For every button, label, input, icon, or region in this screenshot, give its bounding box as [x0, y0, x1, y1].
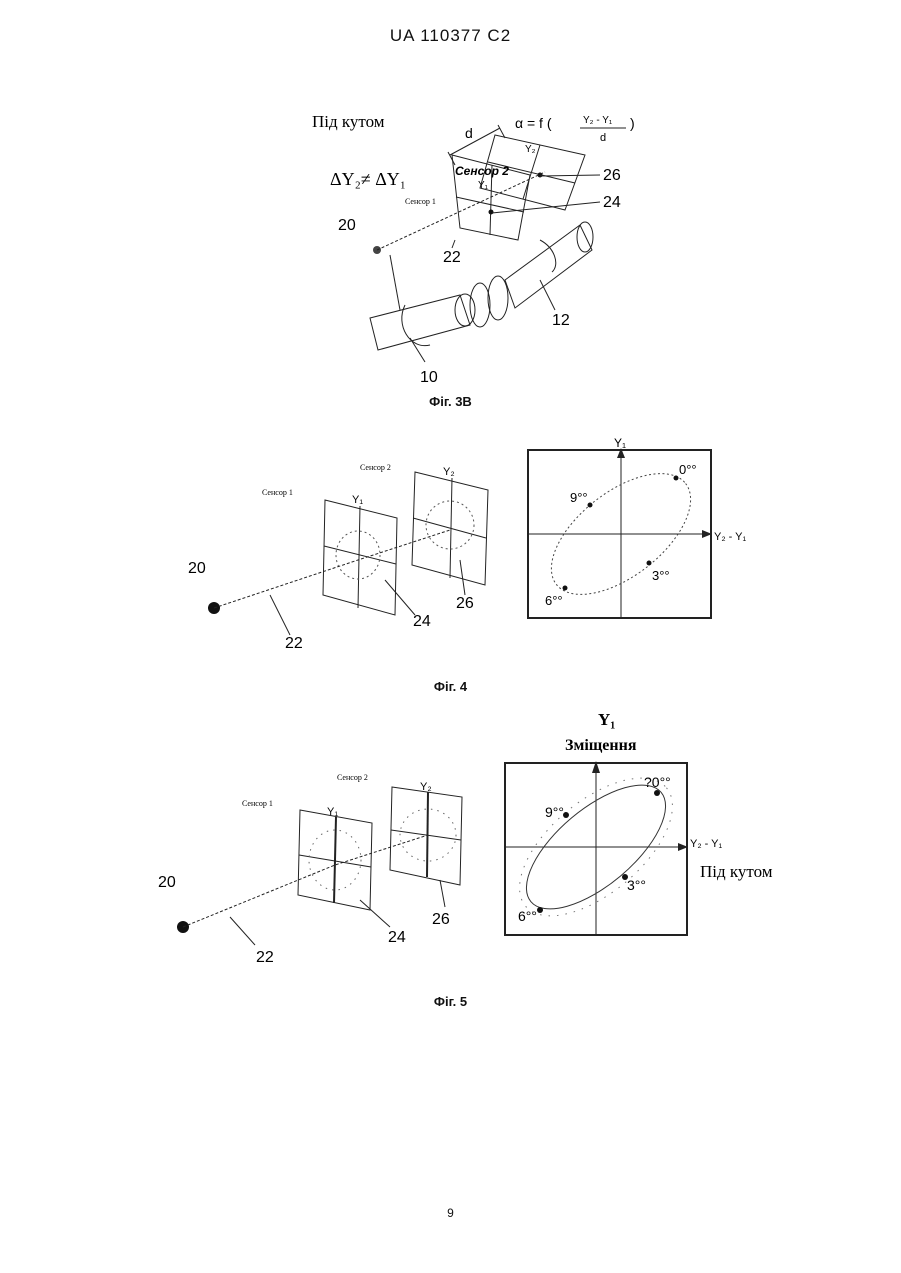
fig5-caption: Фіг. 5: [0, 994, 901, 1009]
fig5-ref-26: 26: [432, 911, 450, 928]
fig5-label-3: 3°°: [627, 877, 646, 893]
fig3b-sensor1-label: Сенсор 1: [405, 197, 436, 206]
ref-22: 22: [443, 249, 461, 266]
fig5-plate-y1: Y₁: [327, 806, 338, 818]
fig5-sensor2-hline: [391, 830, 461, 840]
fig4-sensor1-vline: [358, 506, 360, 608]
fig4-ref-24: 24: [413, 613, 431, 630]
fig5-y-title: Зміщення: [565, 737, 637, 754]
fig3b-frac-numerator: Y₂ - Y₁: [583, 115, 613, 126]
fig4-ref-20: 20: [188, 560, 206, 577]
fig5-label-9: 9°°: [545, 804, 564, 820]
leader-26: [540, 175, 600, 176]
fig4-sensor2-trace: [426, 501, 474, 549]
fig5-leader-26: [440, 880, 445, 907]
fig3b-y2-label: Y₂: [525, 144, 536, 155]
sensor2-handwritten-label: Сенсор 2: [455, 164, 509, 178]
fig4-label-9: 9°°: [570, 490, 588, 505]
leader-12: [540, 280, 555, 310]
fig5-label-6: 6°°: [518, 908, 537, 924]
fig5-x-axis-label: Y₂ - Y₁: [690, 838, 723, 850]
fig5-sensor1-label: Сенсор 1: [242, 799, 273, 808]
shaft-right-end: [577, 222, 593, 252]
fig4-plate-y2: Y₂: [443, 466, 455, 478]
d-dimension-line: [450, 128, 500, 155]
fig5-point-0: [654, 790, 660, 796]
leader-10: [410, 338, 425, 362]
d-label: d: [465, 125, 473, 141]
fig5-y-axis-label: Y₁: [598, 710, 615, 729]
fig3b-y1-label: Y₁: [478, 180, 489, 191]
page-number: 9: [0, 1206, 901, 1220]
fig5-plate-y2: Y₂: [420, 781, 432, 793]
fig4-leader-22: [270, 595, 290, 635]
ref-24: 24: [603, 194, 621, 211]
fig4-leader-24: [385, 580, 415, 615]
fig5-ref-24: 24: [388, 929, 406, 946]
fig4-ref-22: 22: [285, 635, 303, 652]
fig3b-delta-formula: ΔY₂≠ ΔY₁: [330, 169, 406, 189]
ref-20: 20: [338, 217, 356, 234]
fig5-laser-beam: [183, 835, 428, 927]
coupling-disc-2: [488, 276, 508, 320]
fig3b-alpha-formula: α = f (: [515, 115, 552, 131]
ref-26: 26: [603, 167, 621, 184]
fig4-point-3: [647, 561, 652, 566]
fig4-sensor1-hline: [324, 546, 396, 564]
fig4-laser-beam: [214, 530, 450, 608]
fig4-sensor2-label: Сенсор 2: [360, 463, 391, 472]
leader-22: [452, 240, 455, 248]
fig4-sensor1-label: Сенсор 1: [262, 488, 293, 497]
fig4-y-axis-label: Y₁: [614, 436, 626, 450]
fig5-label-0: ?0°°: [644, 774, 671, 790]
fig4-point-9: [588, 503, 593, 508]
fig5-leader-24: [360, 900, 390, 927]
fig4-point-6: [563, 586, 568, 591]
fig3b-caption: Фіг. 3В: [0, 394, 901, 409]
fig4-leader-26: [460, 560, 465, 595]
fig5-leader-22: [230, 917, 255, 945]
fig4-ref-26: 26: [456, 595, 474, 612]
fig3b-title: Під кутом: [312, 112, 385, 131]
coupling-disc-1: [470, 283, 490, 327]
fig4-plate-y1: Y₁: [352, 494, 363, 506]
fig5-ref-22: 22: [256, 949, 274, 966]
fig4-label-6: 6°°: [545, 593, 563, 608]
source-support-line: [390, 255, 400, 310]
fig5-sensor2-label: Сенсор 2: [337, 773, 368, 782]
figure-5: Y₁ Зміщення Сенсор 2 Сенсор 1 Y₂ Y₁ 20 2…: [0, 705, 901, 975]
figure-3b: Під кутом ΔY₂≠ ΔY₁ α = f ( Y₂ - Y₁ d ) d…: [0, 100, 901, 400]
beam-hit-sensor1: [489, 210, 494, 215]
ref-10: 10: [420, 369, 438, 386]
fig4-sensor2-hline: [413, 518, 486, 538]
fig5-sensor2-plate: [390, 787, 462, 885]
fig4-point-0: [674, 476, 679, 481]
ref-12: 12: [552, 312, 570, 329]
patent-header: UA 110377 C2: [0, 26, 901, 46]
shaft-left: [370, 295, 470, 350]
fig4-caption: Фіг. 4: [0, 679, 901, 694]
fig3b-frac-denominator: d: [600, 132, 606, 144]
fig5-point-6: [537, 907, 543, 913]
leader-24: [492, 202, 600, 213]
fig5-ref-20: 20: [158, 874, 176, 891]
figure-4: Сенсор 2 Сенсор 1 Y₂ Y₁ 20 22 24 26 Y₁ Y…: [0, 430, 901, 660]
fig3b-frac-close: ): [630, 115, 635, 131]
fig4-label-0: 0°°: [679, 462, 697, 477]
fig4-x-axis-label: Y₂ - Y₁: [714, 531, 747, 543]
fig5-sensor2-vline: [427, 792, 428, 877]
fig4-label-3: 3°°: [652, 568, 670, 583]
fig5-x-title: Під кутом: [700, 862, 773, 881]
